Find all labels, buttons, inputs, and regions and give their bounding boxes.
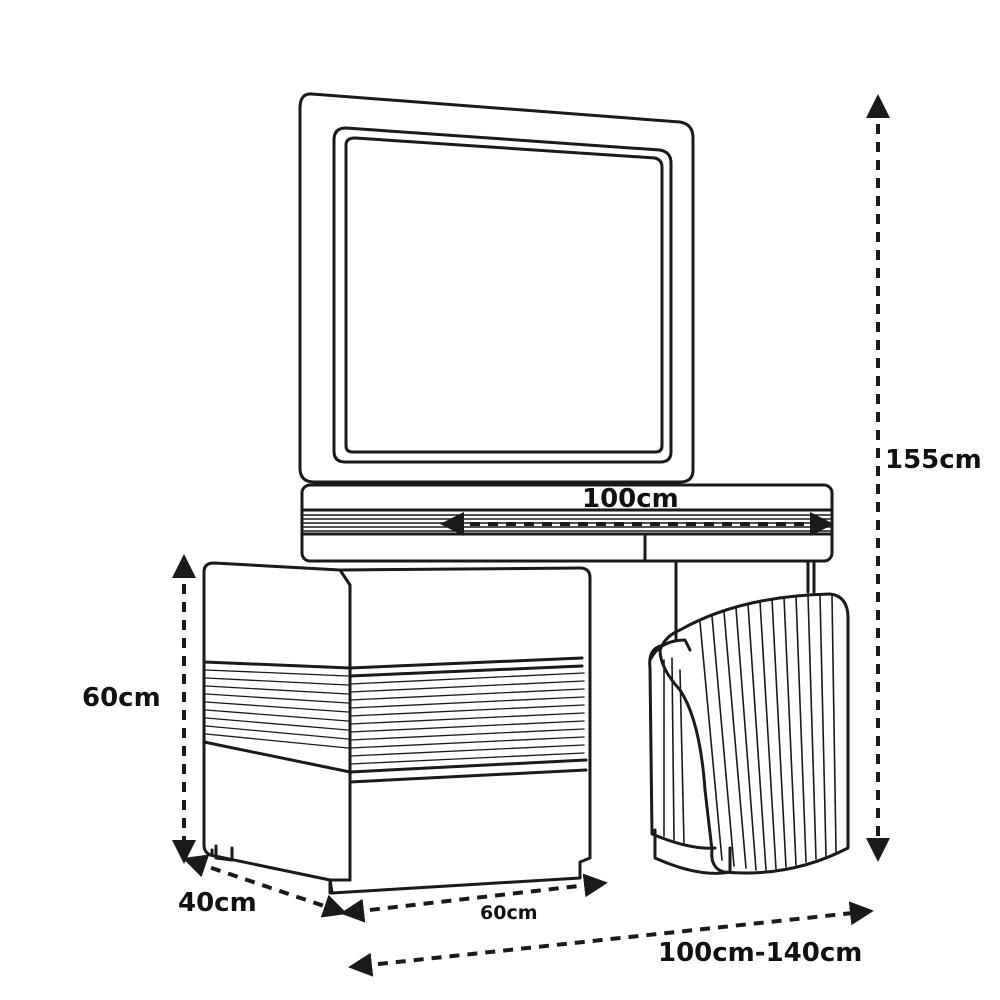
mirror-outer-frame xyxy=(298,92,695,484)
stool-pleats xyxy=(663,594,837,871)
table-legs xyxy=(674,559,816,642)
stool-seat-top xyxy=(648,638,692,662)
drawer-cabinet xyxy=(202,561,592,895)
stool-side-back xyxy=(648,644,717,850)
mirror-inner-frame xyxy=(332,126,673,464)
label-cabinet-width: 60cm xyxy=(480,902,538,924)
label-depth: 40cm xyxy=(178,888,257,918)
label-total-height: 155cm xyxy=(885,445,982,475)
stool-shell xyxy=(658,592,850,875)
stool-base xyxy=(653,828,732,875)
drawer-grooves xyxy=(205,669,585,765)
stool xyxy=(648,592,850,875)
drawer-top-bottom-edge xyxy=(348,656,584,670)
label-cabinet-height: 60cm xyxy=(82,683,161,713)
label-total-width: 100cm-140cm xyxy=(658,938,863,968)
cabinet-front xyxy=(328,566,592,895)
label-mirror-width: 100cm xyxy=(582,484,679,514)
mirror-glass xyxy=(344,136,664,454)
dimension-arrow-depth xyxy=(182,854,348,918)
mirror xyxy=(298,92,695,484)
dimension-arrow-total-width xyxy=(348,901,874,977)
cabinet-side xyxy=(202,561,352,882)
